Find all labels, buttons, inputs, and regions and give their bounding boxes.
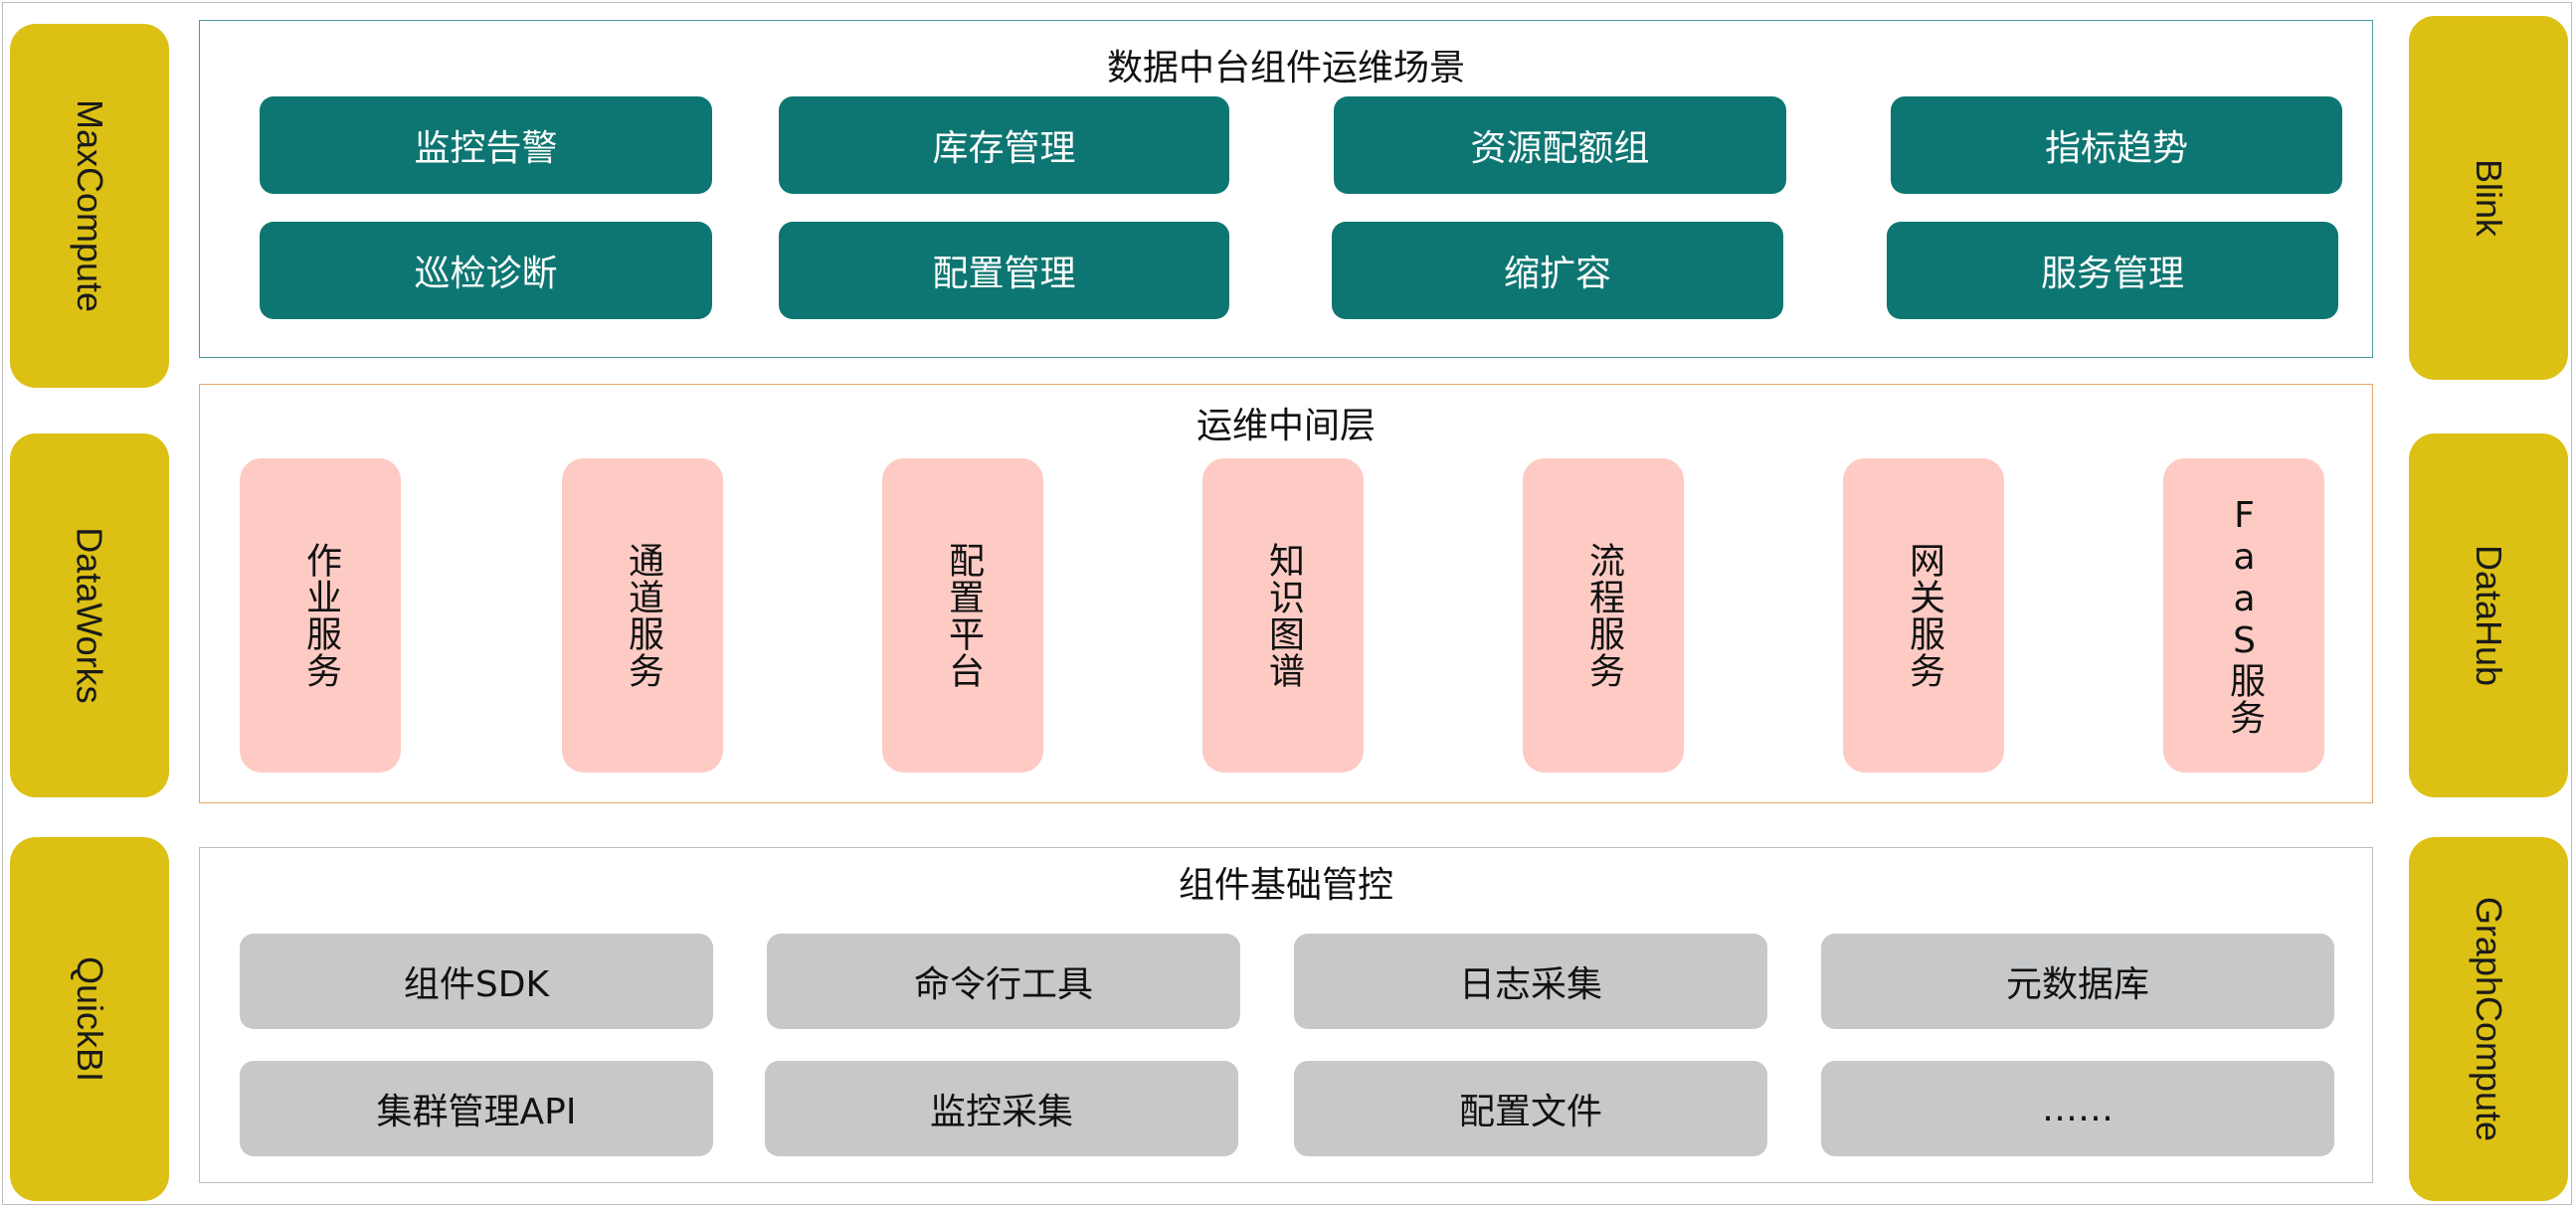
section-title: 运维中间层 — [1196, 406, 1376, 446]
side-label-text: GraphCompute — [2469, 896, 2510, 1142]
component-control-section: 组件基础管控 组件SDK 命令行工具 日志采集 元数据库 集群管理API 监控采… — [199, 847, 2373, 1183]
middle-service-label: 作业服务 — [300, 542, 341, 689]
control-box: 日志采集 — [1294, 934, 1767, 1029]
middle-service-label: 配置平台 — [943, 542, 984, 689]
middle-service-box: 知识图谱 — [1202, 458, 1364, 773]
scenario-box: 配置管理 — [779, 222, 1229, 319]
side-label-text: MaxCompute — [70, 98, 110, 313]
control-box: 组件SDK — [240, 934, 713, 1029]
middle-service-label: FaaS服务 — [2224, 495, 2265, 736]
scenario-box: 服务管理 — [1887, 222, 2338, 319]
side-label-quickbi: QuickBI — [10, 837, 169, 1201]
middle-service-label: 流程服务 — [1583, 542, 1624, 689]
side-label-datahub: DataHub — [2409, 433, 2568, 797]
scenario-box: 指标趋势 — [1891, 96, 2342, 194]
middle-service-label: 通道服务 — [623, 542, 663, 689]
middle-service-box: 作业服务 — [240, 458, 401, 773]
scenario-box: 监控告警 — [260, 96, 712, 194]
side-label-text: DataWorks — [70, 527, 111, 704]
control-box: 集群管理API — [240, 1061, 713, 1156]
side-label-text: DataHub — [2469, 544, 2509, 687]
middle-service-box: 网关服务 — [1843, 458, 2004, 773]
ops-scenarios-section: 数据中台组件运维场景 监控告警 库存管理 资源配额组 指标趋势 巡检诊断 配置管… — [199, 20, 2373, 358]
middle-service-label: 网关服务 — [1904, 542, 1944, 689]
control-box: 配置文件 — [1294, 1061, 1767, 1156]
middle-service-box: FaaS服务 — [2163, 458, 2324, 773]
control-box: 监控采集 — [765, 1061, 1238, 1156]
section-title: 组件基础管控 — [1178, 865, 1393, 906]
control-box: …… — [1821, 1061, 2334, 1156]
side-label-text: QuickBI — [69, 955, 110, 1083]
scenario-box: 缩扩容 — [1332, 222, 1783, 319]
side-label-text: Blink — [2469, 158, 2509, 238]
ops-middle-layer-section: 运维中间层 作业服务 通道服务 配置平台 知识图谱 流程服务 网关服务 FaaS… — [199, 384, 2373, 803]
scenario-box: 巡检诊断 — [260, 222, 712, 319]
middle-service-box: 流程服务 — [1523, 458, 1684, 773]
control-box: 元数据库 — [1821, 934, 2334, 1029]
scenario-box: 库存管理 — [779, 96, 1229, 194]
middle-service-box: 配置平台 — [882, 458, 1043, 773]
side-label-blink: Blink — [2409, 16, 2568, 380]
side-label-graphcompute: GraphCompute — [2409, 837, 2568, 1201]
scenario-box: 资源配额组 — [1334, 96, 1786, 194]
section-title: 数据中台组件运维场景 — [1106, 48, 1465, 88]
control-box: 命令行工具 — [767, 934, 1240, 1029]
middle-service-label: 知识图谱 — [1263, 542, 1304, 689]
side-label-dataworks: DataWorks — [10, 433, 169, 797]
middle-service-box: 通道服务 — [562, 458, 723, 773]
side-label-maxcompute: MaxCompute — [10, 24, 169, 388]
